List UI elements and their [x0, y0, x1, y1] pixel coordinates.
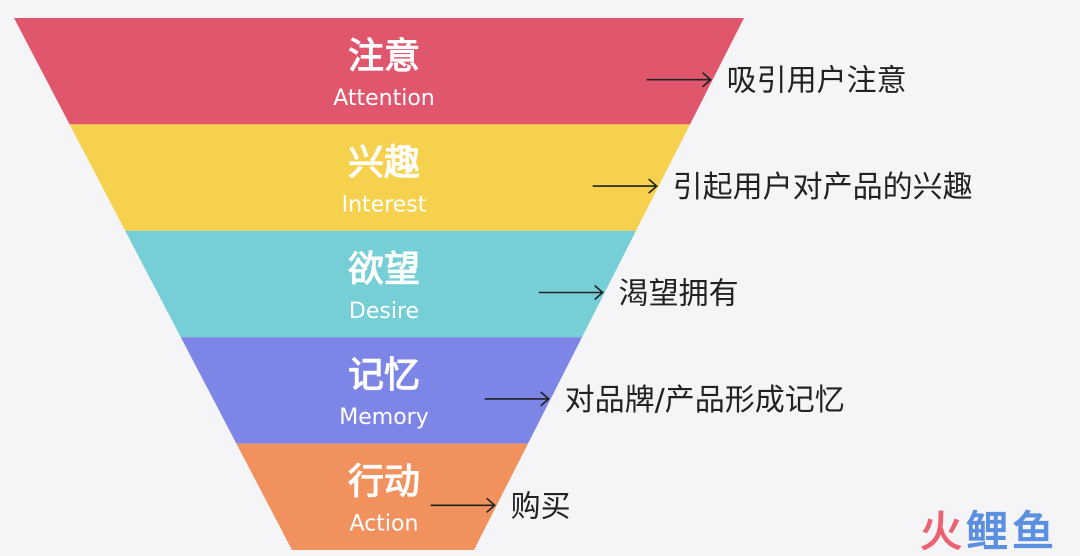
stage-title-zh: 兴趣: [348, 142, 420, 183]
stage-title-en: Action: [350, 512, 419, 537]
arrow-right-icon: [430, 497, 496, 513]
stage-description: 吸引用户注意: [727, 64, 907, 99]
arrow-right-icon: [646, 72, 712, 88]
arrow-right-icon: [484, 391, 550, 407]
watermark-char: 鲤: [966, 507, 1008, 556]
funnel-layer-interest: [69, 124, 691, 231]
stage-title-en: Memory: [339, 405, 428, 430]
stage-title-zh: 记忆: [348, 355, 420, 396]
stage-title-en: Attention: [333, 86, 435, 111]
watermark-logo: 火鲤鱼: [920, 507, 1054, 556]
watermark-char: 火: [920, 507, 962, 556]
stage-description: 购买: [511, 489, 571, 524]
stage-title-zh: 行动: [348, 462, 420, 503]
stage-description: 渴望拥有: [619, 277, 739, 312]
funnel-layer-action: [236, 443, 528, 550]
stage-title-zh: 欲望: [347, 249, 420, 290]
stage-title-zh: 注意: [348, 36, 420, 77]
funnel-layer-desire: [125, 230, 636, 338]
funnel-layer-memory: [180, 337, 583, 444]
stage-title-en: Desire: [349, 299, 419, 324]
stage-title-en: Interest: [342, 192, 427, 217]
arrow-right-icon: [538, 284, 604, 301]
stage-description: 引起用户对产品的兴趣: [673, 170, 973, 205]
arrow-right-icon: [592, 178, 658, 194]
stage-description: 对品牌/产品形成记忆: [565, 383, 845, 418]
watermark-char: 鱼: [1012, 507, 1054, 556]
funnel-layer-attention: [14, 18, 744, 125]
